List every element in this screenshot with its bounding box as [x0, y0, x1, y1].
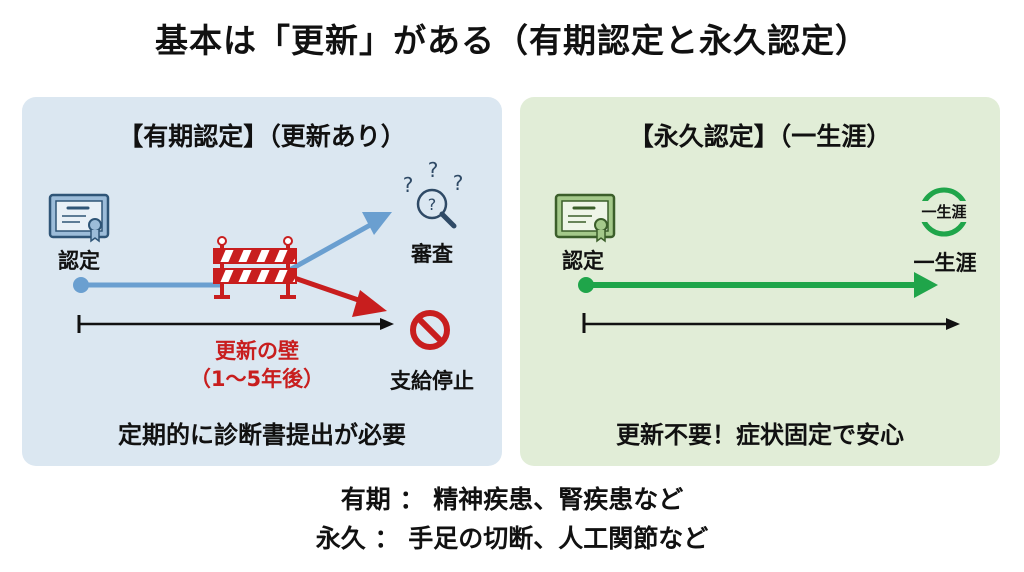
barrier-period: （1〜5年後）: [189, 367, 325, 391]
stop-label: 支給停止: [390, 369, 474, 393]
example-permanent: 永久 ： 手足の切断、人工関節など: [315, 524, 709, 553]
svg-text:?: ?: [403, 173, 414, 197]
svg-text:?: ?: [428, 158, 439, 182]
start-label: 認定: [562, 249, 604, 273]
review-label: 審査: [411, 242, 453, 266]
example-fixed-term: 有期 ： 精神疾患、腎疾患など: [340, 485, 684, 514]
barrier-icon: [213, 236, 297, 299]
permanent-footer: 更新不要！症状固定で安心: [616, 421, 904, 449]
magnifier-question-icon: ? ? ? ?: [403, 158, 464, 229]
start-dot: [73, 277, 89, 293]
certificate-icon: [48, 193, 110, 243]
lifetime-badge-label: 一生涯: [910, 201, 978, 222]
permanent-diagram: [554, 187, 969, 333]
permanent-heading: 【永久認定】（一生涯）: [628, 122, 892, 151]
timeline-axis: [582, 313, 960, 333]
svg-text:?: ?: [428, 195, 437, 214]
start-dot: [578, 277, 594, 293]
certificate-icon: [554, 193, 616, 243]
svg-text:?: ?: [453, 171, 464, 195]
fixed-term-diagram: ? ? ? ?: [48, 158, 464, 350]
prohibited-icon: [410, 310, 450, 350]
barrier-label: 更新の壁: [215, 339, 299, 363]
end-label: 一生涯: [913, 251, 977, 275]
fixed-term-panel: 【有期認定】（更新あり）: [22, 97, 502, 466]
fixed-term-heading: 【有期認定】（更新あり）: [118, 122, 406, 151]
timeline-axis: [77, 315, 394, 333]
start-label: 認定: [58, 249, 100, 273]
page-title: 基本は「更新」がある（有期認定と永久認定）: [155, 21, 869, 60]
permanent-panel: 【永久認定】（一生涯） 一生涯 認定 一生涯 更新不要！症状固定で安心: [520, 97, 1000, 466]
fixed-term-footer: 定期的に診断書提出が必要: [118, 421, 406, 449]
